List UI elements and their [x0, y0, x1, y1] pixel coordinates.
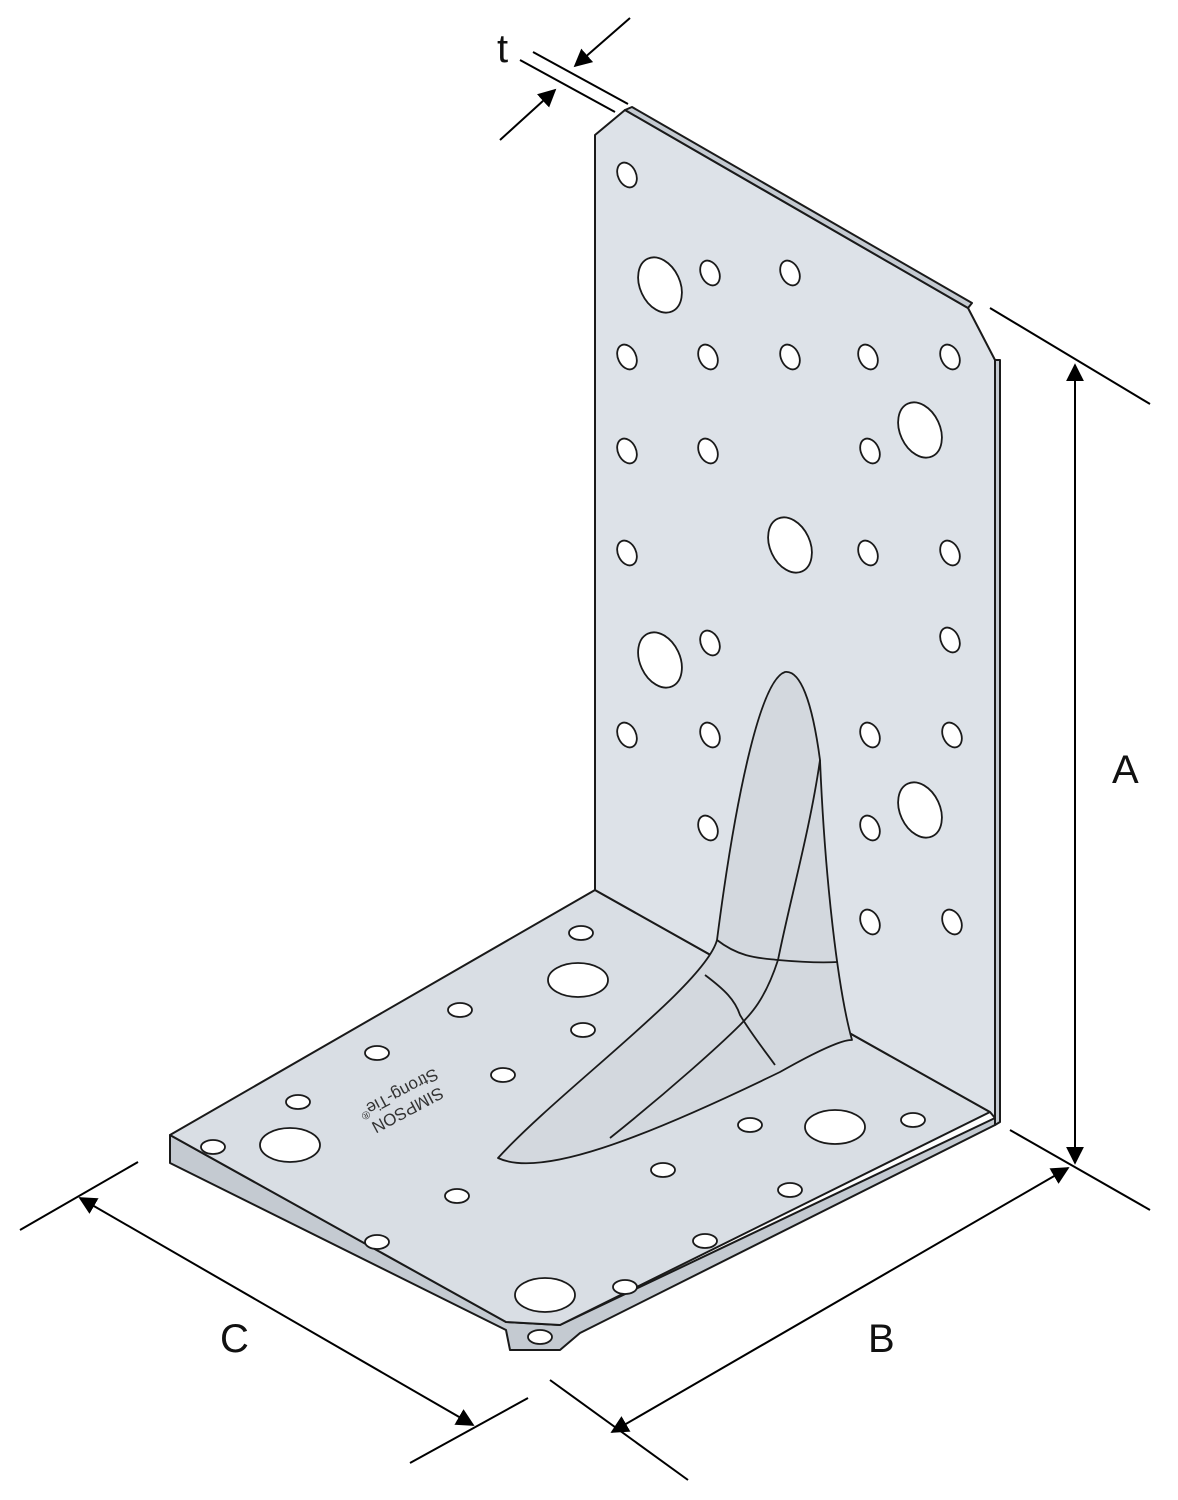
large-hole	[637, 631, 683, 689]
hole	[616, 161, 638, 189]
hole	[737, 1117, 763, 1133]
hole	[616, 437, 638, 465]
hole	[364, 1234, 390, 1250]
thickness-extension-line	[519, 59, 616, 113]
large-hole	[767, 516, 813, 574]
hole	[941, 721, 963, 749]
vertical-plate	[594, 109, 996, 1119]
depth-extension-line	[549, 1379, 689, 1481]
hole	[692, 1233, 718, 1249]
top-edge	[624, 106, 973, 309]
width-extension-line	[409, 1397, 529, 1464]
hole	[570, 1022, 596, 1038]
hole	[616, 721, 638, 749]
hole	[285, 1094, 311, 1110]
thickness-extension-line	[532, 51, 629, 105]
hole	[857, 343, 879, 371]
large-hole	[897, 781, 943, 839]
hole	[699, 629, 721, 657]
hole	[859, 908, 881, 936]
large-hole	[547, 962, 609, 998]
hole	[568, 925, 594, 941]
hole	[859, 721, 881, 749]
hole	[859, 437, 881, 465]
hole	[447, 1002, 473, 1018]
hole	[697, 814, 719, 842]
large-hole	[514, 1277, 576, 1313]
hole	[859, 814, 881, 842]
vertical-plate-holes	[616, 161, 963, 936]
depth-dimension-line	[610, 1167, 1070, 1433]
dimension-labels: t A B C	[220, 27, 1139, 1361]
large-hole	[897, 401, 943, 459]
hole	[779, 343, 801, 371]
hole	[697, 343, 719, 371]
hole	[616, 539, 638, 567]
thickness-arrow	[573, 17, 631, 68]
hole	[857, 539, 879, 567]
hole	[364, 1045, 390, 1061]
hole	[699, 259, 721, 287]
hole	[939, 343, 961, 371]
bracket	[169, 106, 1001, 1351]
hole	[699, 721, 721, 749]
hole	[490, 1067, 516, 1083]
hole	[779, 259, 801, 287]
thickness-arrow	[499, 88, 557, 141]
hole	[527, 1329, 553, 1345]
width-dimension-line	[78, 1197, 475, 1426]
width-extension-line	[19, 1161, 139, 1231]
label-height: A	[1112, 748, 1139, 792]
large-hole	[637, 256, 683, 314]
hole	[777, 1182, 803, 1198]
label-depth: B	[868, 1317, 895, 1361]
label-thickness: t	[497, 27, 508, 71]
hole	[900, 1112, 926, 1128]
hole	[612, 1279, 638, 1295]
stiffening-rib	[497, 671, 853, 1165]
height-extension-line	[989, 307, 1151, 405]
large-hole	[259, 1127, 321, 1163]
hole	[939, 539, 961, 567]
hole	[697, 437, 719, 465]
hole	[616, 343, 638, 371]
dimensions	[19, 17, 1151, 1481]
height-extension-line	[1009, 1129, 1151, 1211]
hole	[939, 626, 961, 654]
hole	[941, 908, 963, 936]
hole	[650, 1162, 676, 1178]
hole	[444, 1188, 470, 1204]
hole	[200, 1139, 226, 1155]
large-hole	[804, 1109, 866, 1145]
label-width: C	[220, 1317, 249, 1361]
